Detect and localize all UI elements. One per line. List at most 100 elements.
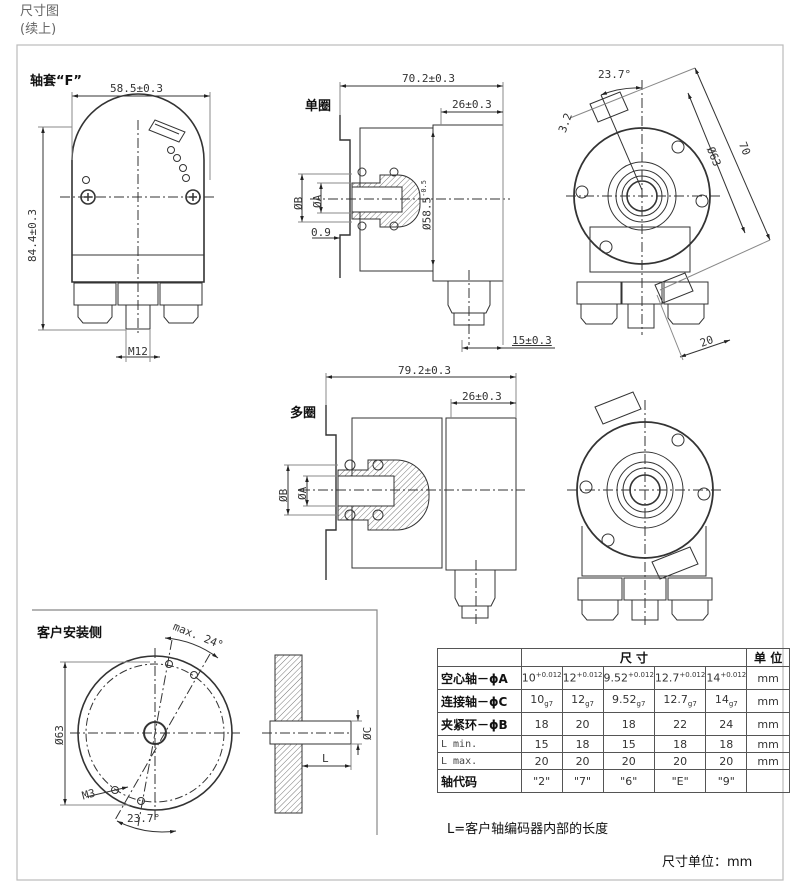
table-cell: 12.7+0.012 (653, 666, 707, 690)
table-cell: 15 (520, 735, 563, 753)
table-cell: 20 (561, 752, 604, 770)
table-cell: 20 (561, 712, 604, 736)
table-cell: 18 (602, 712, 655, 736)
cell-value: 18 (673, 737, 688, 751)
table-cell: 22 (653, 712, 707, 736)
customer-frame (32, 609, 378, 835)
dim-phi-a-multi: ØA (296, 486, 309, 500)
cell-tolerance: +0.012 (720, 671, 747, 680)
side-view-multi (284, 373, 525, 625)
dim-dia-58: Ø58.5-0.5 (420, 180, 434, 230)
cell-value: 20 (575, 754, 590, 768)
dim-angle-customer: 23.7° (127, 812, 161, 825)
table-cell: 18 (653, 735, 707, 753)
cell-tolerance: +0.012 (628, 671, 654, 680)
cell-value: "6" (620, 774, 638, 788)
cell-value: 9.52 (603, 671, 629, 685)
cell-fit: g7 (728, 700, 738, 709)
cell-value: 20 (719, 754, 734, 768)
dim-length-single: 70.2±0.3 (402, 72, 455, 85)
cell-value: 15 (534, 737, 549, 751)
table-cell: 10+0.012 (520, 666, 563, 690)
cell-value: 15 (621, 737, 636, 751)
cell-value: 10 (530, 693, 545, 707)
cell-fit: g7 (687, 700, 697, 709)
cell-value: 14 (714, 693, 729, 707)
length-note: L=客户轴编码器内部的长度 (447, 822, 609, 837)
view-label-single-turn: 单圈 (305, 99, 332, 114)
cell-value: 20 (534, 754, 549, 768)
table-cell: 10g7 (520, 689, 563, 713)
unit-note: 尺寸单位：mm (662, 855, 753, 870)
cell-value: 12 (562, 671, 577, 685)
cell-value: 20 (621, 754, 636, 768)
table-cell: 9.52+0.012 (602, 666, 655, 690)
cell-value: 18 (621, 717, 636, 731)
rear-view-multi (567, 391, 722, 625)
table-cell: "6" (602, 769, 655, 793)
cell-value: "7" (574, 774, 592, 788)
row-label: 轴代码 (437, 769, 522, 793)
row-unit: mm (746, 689, 790, 713)
table-cell: 12.7g7 (653, 689, 707, 713)
page-subtitle: (续上) (20, 22, 57, 37)
cell-value: 18 (534, 717, 549, 731)
table-cell: 24 (705, 712, 748, 736)
cell-value: 12.7 (663, 693, 688, 707)
dia-tolerance: -0.5 (420, 180, 428, 197)
cell-fit: g7 (636, 700, 646, 709)
header-unit: 单 位 (746, 648, 790, 667)
cell-tolerance: +0.012 (535, 671, 562, 680)
dim-length-multi: 79.2±0.3 (398, 364, 451, 377)
cell-value: 24 (719, 717, 734, 731)
cell-value: 18 (719, 737, 734, 751)
table-cell: "9" (705, 769, 748, 793)
row-unit: mm (746, 666, 790, 690)
side-view-single (298, 82, 555, 352)
dim-dia-63: Ø63 (53, 725, 66, 745)
table-cell: 12g7 (561, 689, 604, 713)
table-cell: 14+0.012 (705, 666, 748, 690)
header-empty (437, 648, 522, 667)
table-cell: "E" (653, 769, 707, 793)
table-row: L min. 15 18 15 18 18 mm (437, 735, 790, 753)
dim-l: L (322, 752, 329, 765)
table-cell: 18 (561, 735, 604, 753)
dim-housing-single: 26±0.3 (452, 98, 492, 111)
outer-frame (16, 44, 784, 881)
row-unit: mm (746, 735, 790, 753)
cell-value: 9.52 (612, 693, 637, 707)
table-cell: 18 (520, 712, 563, 736)
cell-value: 14 (706, 671, 721, 685)
dim-phi-c: ØC (361, 726, 374, 740)
front-view-f (38, 92, 215, 362)
cell-value: 20 (673, 754, 688, 768)
cell-tolerance: +0.012 (576, 671, 603, 680)
view-label-customer-side: 客户安装侧 (37, 626, 103, 641)
row-unit: mm (746, 752, 790, 770)
dim-height: 84.4±0.3 (26, 209, 39, 262)
table-cell: 12+0.012 (561, 666, 604, 690)
cell-value: "E" (671, 774, 689, 788)
table-cell: 9.52g7 (602, 689, 655, 713)
dim-phi-b-single: ØB (292, 196, 305, 210)
dim-connector: 15±0.3 (512, 334, 552, 347)
cell-value: 12 (571, 693, 586, 707)
cell-value: 18 (575, 737, 590, 751)
dia-value: Ø58.5 (420, 196, 434, 230)
table-cell: 18 (705, 735, 748, 753)
table-cell: 20 (705, 752, 748, 770)
dim-phi-a-single: ØA (311, 194, 324, 208)
row-label: 夹紧环－ϕB (437, 712, 522, 736)
cell-value: 10 (521, 671, 536, 685)
cell-fit: g7 (544, 700, 554, 709)
row-label: L min. (437, 735, 522, 753)
cell-value: "9" (717, 774, 735, 788)
table-cell: 20 (520, 752, 563, 770)
